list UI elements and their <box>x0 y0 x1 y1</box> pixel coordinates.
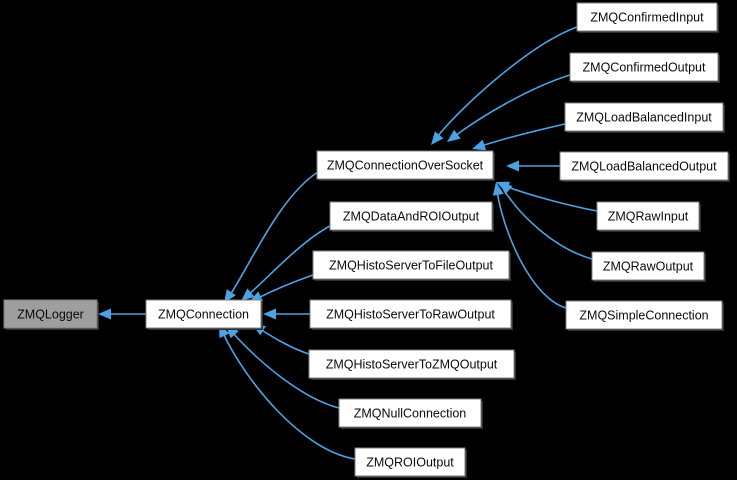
inheritance-edge <box>480 123 566 147</box>
node-rect[interactable] <box>591 251 705 281</box>
inheritance-edge <box>247 225 331 296</box>
node-rect[interactable] <box>312 250 510 280</box>
class-node-zmqlogger[interactable]: ZMQLogger <box>3 299 99 330</box>
inheritance-arrowhead <box>447 129 461 142</box>
inheritance-edge <box>229 171 319 296</box>
node-rect[interactable] <box>576 2 718 32</box>
inheritance-arrowhead <box>472 139 487 151</box>
node-rect[interactable] <box>145 299 262 329</box>
node-label: ZMQSimpleConnection <box>579 308 708 322</box>
node-rect[interactable] <box>308 349 515 379</box>
inheritance-edge <box>222 332 356 460</box>
class-node-zmqconnectionoversocket[interactable]: ZMQConnectionOverSocket <box>316 150 495 181</box>
inheritance-arrowhead <box>492 182 504 196</box>
node-label: ZMQLoadBalancedInput <box>576 110 712 124</box>
node-label: ZMQDataAndROIOutput <box>343 209 480 223</box>
class-node-zmqsimpleconnection[interactable]: ZMQSimpleConnection <box>565 300 724 331</box>
inheritance-edge <box>504 185 598 212</box>
node-rect[interactable] <box>564 102 724 132</box>
node-rect[interactable] <box>338 398 482 428</box>
node-rect[interactable] <box>569 52 719 82</box>
inheritance-arrowhead <box>98 308 111 320</box>
class-node-zmqconfirmedinput[interactable]: ZMQConfirmedInput <box>576 2 719 33</box>
class-node-zmqhistoservertorawoutput[interactable]: ZMQHistoServerToRawOutput <box>309 299 513 330</box>
class-node-zmqdataandroioutput[interactable]: ZMQDataAndROIOutput <box>329 201 494 232</box>
class-node-zmqloadbalancedoutput[interactable]: ZMQLoadBalancedOutput <box>559 151 730 182</box>
inheritance-arrowhead <box>431 131 444 145</box>
node-rect[interactable] <box>329 201 493 231</box>
node-rect[interactable] <box>596 201 700 231</box>
inheritance-arrowhead <box>241 288 255 301</box>
node-label: ZMQConnection <box>158 307 249 321</box>
node-rect[interactable] <box>354 447 466 477</box>
node-rect[interactable] <box>309 299 512 329</box>
inheritance-arrowhead <box>499 182 513 195</box>
node-label: ZMQLogger <box>17 307 84 321</box>
class-node-zmqrawoutput[interactable]: ZMQRawOutput <box>591 251 706 282</box>
node-label: ZMQLoadBalancedOutput <box>571 159 717 173</box>
class-node-zmqhistoservertofileoutput[interactable]: ZMQHistoServerToFileOutput <box>312 250 511 281</box>
node-label: ZMQRawInput <box>608 209 689 223</box>
inheritance-edge <box>436 26 578 138</box>
class-node-zmqconfirmedoutput[interactable]: ZMQConfirmedOutput <box>569 52 720 83</box>
class-node-zmqconnection[interactable]: ZMQConnection <box>145 299 263 330</box>
class-node-zmqhistoservertozmqoutput[interactable]: ZMQHistoServerToZMQOutput <box>308 349 516 380</box>
class-node-zmqnullconnection[interactable]: ZMQNullConnection <box>338 398 483 429</box>
node-label: ZMQNullConnection <box>354 406 467 420</box>
node-label: ZMQHistoServerToFileOutput <box>329 258 493 272</box>
node-rect[interactable] <box>3 299 98 329</box>
inheritance-arrowhead <box>249 291 264 302</box>
node-label: ZMQHistoServerToZMQOutput <box>326 357 498 371</box>
node-label: ZMQHistoServerToRawOutput <box>326 307 495 321</box>
inheritance-edge <box>231 331 340 409</box>
node-label: ZMQConnectionOverSocket <box>327 158 484 172</box>
inheritance-arrowhead <box>506 160 519 172</box>
node-label: ZMQROIOutput <box>366 455 454 469</box>
inheritance-edge <box>259 328 310 355</box>
node-rect[interactable] <box>559 151 729 181</box>
node-label: ZMQConfirmedInput <box>590 10 704 24</box>
inheritance-edge <box>503 189 593 260</box>
inheritance-edge <box>454 74 571 137</box>
class-node-zmqroioutput[interactable]: ZMQROIOutput <box>354 447 467 478</box>
class-node-zmqloadbalancedinput[interactable]: ZMQLoadBalancedInput <box>564 102 725 133</box>
inheritance-edge <box>496 190 567 309</box>
node-label: ZMQRawOutput <box>603 259 694 273</box>
inheritance-arrowhead <box>263 308 276 320</box>
inheritance-edge <box>257 274 314 299</box>
node-label: ZMQConfirmedOutput <box>583 60 706 74</box>
node-rect[interactable] <box>565 300 723 330</box>
nodes-layer: ZMQLogger ZMQConnection ZMQConnectionOverS… <box>3 2 730 478</box>
class-node-zmqrawinput[interactable]: ZMQRawInput <box>596 201 701 232</box>
node-rect[interactable] <box>316 150 494 180</box>
edges-layer <box>98 26 598 460</box>
